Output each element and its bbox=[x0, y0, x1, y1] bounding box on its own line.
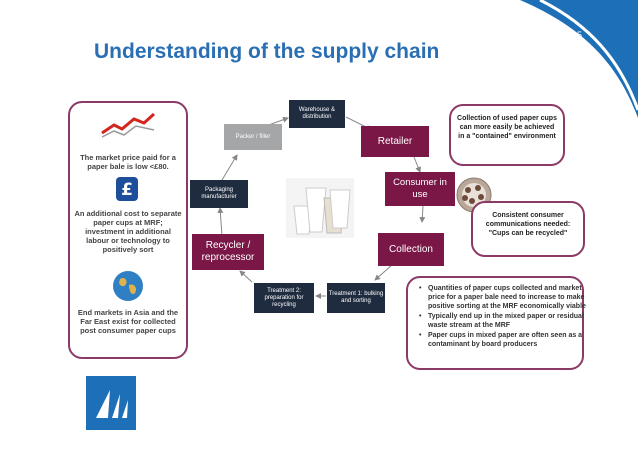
mrf-bullet-item: Typically end up in the mixed paper or r… bbox=[419, 312, 586, 330]
left-info-panel: The market price paid for a paper bale i… bbox=[68, 101, 188, 359]
cups-image bbox=[286, 178, 354, 238]
contained-callout: Collection of used paper cups can more e… bbox=[449, 104, 565, 166]
page-title: Understanding of the supply chain bbox=[94, 40, 440, 63]
retailer-box: Retailer bbox=[361, 126, 429, 157]
svg-text:£: £ bbox=[121, 180, 133, 200]
pound-sign-icon: £ bbox=[116, 177, 138, 201]
mrf-bullet-item: Quantities of paper cups collected and m… bbox=[419, 284, 586, 311]
cost-text: An additional cost to separate paper cup… bbox=[74, 209, 182, 254]
treatment1-box: Treatment 1: bulking and sorting bbox=[327, 283, 385, 313]
communications-callout: Consistent consumer communications neede… bbox=[471, 201, 585, 257]
consumer-box: Consumer in use bbox=[385, 172, 455, 206]
packaging-box: Packaging manufacturer bbox=[190, 180, 248, 208]
treatment2-box: Treatment 2: preparation for recycling bbox=[254, 283, 314, 313]
markets-text: End markets in Asia and the Far East exi… bbox=[77, 308, 179, 335]
page-number: 5 bbox=[577, 30, 583, 40]
communications-text: Consistent consumer communications neede… bbox=[485, 212, 571, 237]
warehouse-box: Warehouse & distribution bbox=[289, 100, 345, 128]
collection-box: Collection bbox=[378, 233, 444, 266]
contained-text: Collection of used paper cups can more e… bbox=[457, 115, 557, 140]
globe-icon bbox=[113, 271, 143, 301]
recycler-box: Recycler / reprocessor bbox=[192, 234, 264, 270]
packer-filler-box: Packer / filler bbox=[224, 124, 282, 150]
market-price-text: The market price paid for a paper bale i… bbox=[80, 153, 176, 171]
sail-logo-icon bbox=[86, 376, 136, 430]
corner-decoration bbox=[520, 0, 638, 118]
mrf-bullet-item: Paper cups in mixed paper are often seen… bbox=[419, 331, 586, 349]
trend-chart-icon bbox=[101, 112, 156, 138]
mrf-bullet-list: Quantities of paper cups collected and m… bbox=[418, 284, 586, 350]
mrf-callout: Quantities of paper cups collected and m… bbox=[406, 276, 586, 370]
